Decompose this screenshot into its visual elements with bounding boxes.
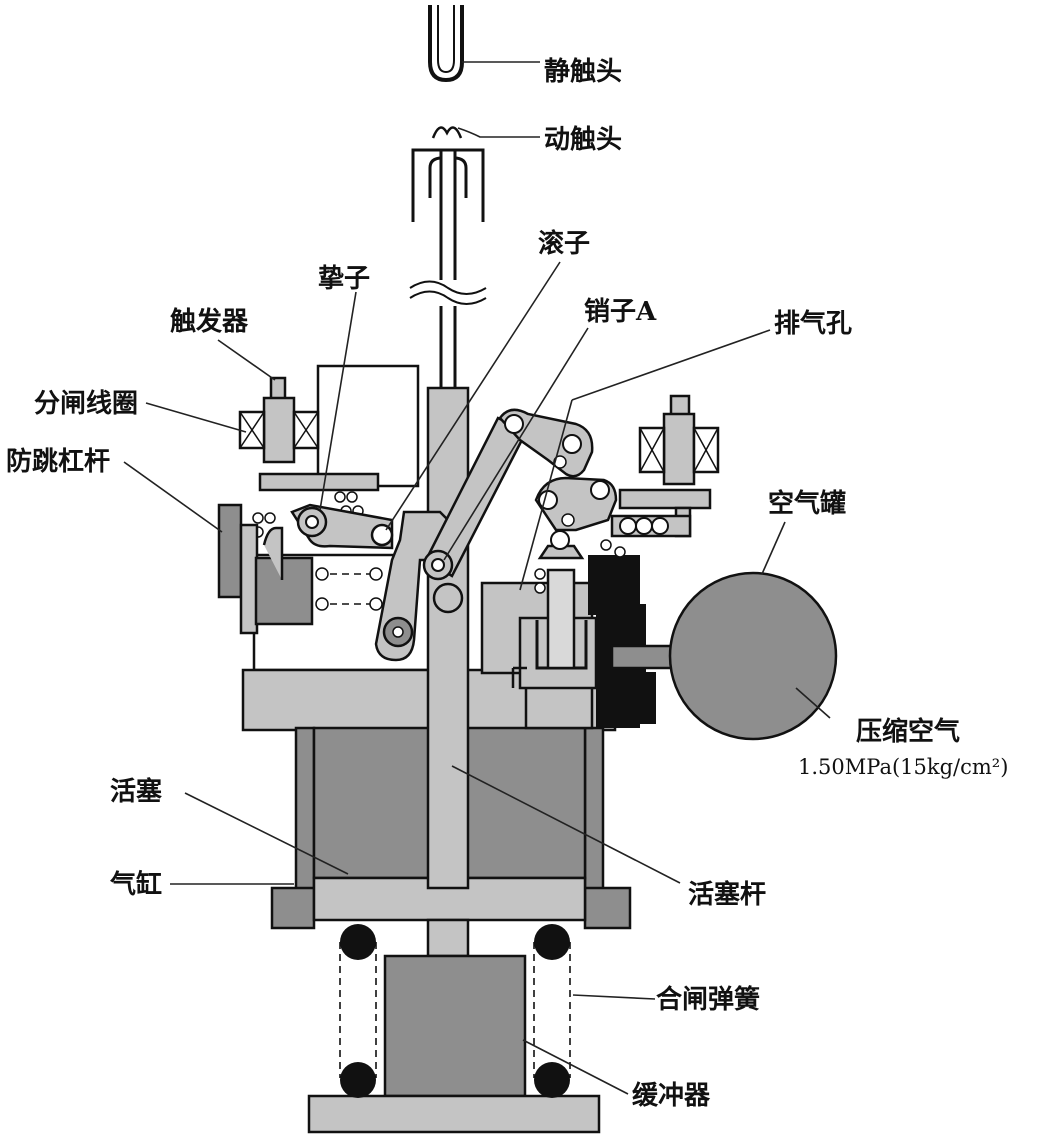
cylinder [270, 726, 632, 930]
label-cylinder: 气缸 [109, 869, 162, 900]
label-static-contact: 静触头 [544, 56, 622, 87]
valve-body [480, 530, 598, 730]
right-latch [534, 476, 618, 532]
trip-coil [238, 376, 380, 492]
moving-contact [409, 126, 487, 394]
closing-spring [339, 924, 571, 1098]
label-air-tank: 空气罐 [768, 488, 846, 519]
leader-lines [123, 61, 831, 1095]
static-contact [428, 5, 464, 83]
label-compressed-air-value: 1.50MPa(15kg/cm²) [798, 755, 1008, 779]
label-buffer: 缓冲器 [632, 1080, 711, 1111]
piston-rod [426, 386, 470, 890]
roller-lever [498, 408, 594, 478]
labels: 静触头 动触头 滚子 挚子 触发器 销子A 排气孔 分闸线圈 防跳杠杆 空气罐 … [6, 56, 1008, 1111]
label-pin-a: 销子A [584, 297, 657, 327]
valve-black-block [588, 555, 656, 728]
buffer [383, 954, 527, 1098]
air-tank [668, 571, 838, 741]
pawl-springs [315, 567, 383, 611]
closing-coil [610, 394, 720, 538]
frame-outline [316, 364, 420, 488]
base-plate [307, 1094, 601, 1134]
link-arm [422, 416, 528, 614]
label-pawl: 挚子 [318, 264, 370, 294]
anti-pump-lever [217, 503, 314, 635]
label-anti-pump-lever: 防跳杠杆 [6, 447, 110, 477]
label-exhaust-hole: 排气孔 [774, 308, 852, 339]
label-moving-contact: 动触头 [544, 125, 622, 155]
crank-lever [374, 510, 450, 662]
label-compressed-air: 压缩空气 [856, 716, 960, 747]
label-trigger: 触发器 [170, 306, 249, 337]
label-roller: 滚子 [538, 228, 590, 259]
label-piston: 活塞 [110, 776, 162, 807]
label-piston-rod: 活塞杆 [688, 879, 766, 910]
pawl [290, 503, 394, 550]
piston-rod-lower [426, 918, 470, 958]
label-closing-spring: 合闸弹簧 [656, 984, 760, 1015]
ball-bearings-right [534, 539, 626, 594]
label-trip-coil: 分闸线圈 [34, 389, 138, 419]
